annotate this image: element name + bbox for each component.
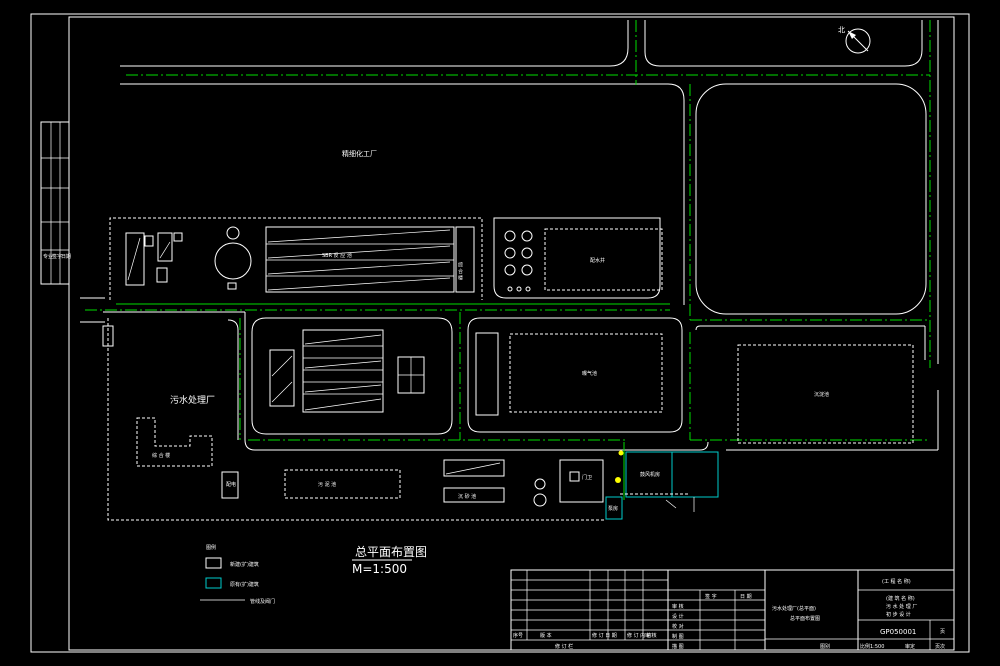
road-centerlines <box>85 20 931 441</box>
left-connector <box>102 325 114 347</box>
tb-bottom-4: 修 订 内 容 <box>627 632 652 639</box>
upper-plant-block: SBR 反 应 池 综 合 楼 <box>109 217 483 300</box>
roads <box>80 20 939 451</box>
tiny-building-label: 配电 <box>226 481 236 488</box>
center-title-1: 污水处理厂(总平面) <box>772 605 816 612</box>
mid-label: 配水井 <box>590 257 605 264</box>
legend-item-3: 管线及阀门 <box>250 598 275 605</box>
tb-c: 图别 <box>820 643 830 650</box>
tb-bottom-2: 版 本 <box>540 632 552 639</box>
side-cell-3: 日期 <box>61 254 71 260</box>
title-block: 签 字 日 期 审 核 设 计 校 对 制 图 描 图 序号 版 本 修 订 日… <box>510 569 955 651</box>
sheet-label: 页 <box>940 629 945 635</box>
tb-bottom-5: 审 核 <box>645 632 657 639</box>
long-building-label: 污 泥 池 <box>318 481 336 488</box>
tb-bottom-1: 序号 <box>513 632 523 639</box>
legend-title: 图例 <box>206 544 216 551</box>
side-cell-1: 专业 <box>43 253 53 260</box>
sbr-label: SBR 反 应 池 <box>322 252 352 259</box>
drawing-no: GP050001 <box>880 628 916 636</box>
side-signature-table: 专业 签字 日期 <box>40 121 71 285</box>
tb-col-2: 日 期 <box>740 594 752 600</box>
tb-scale: 比例1:500 <box>860 643 884 650</box>
outer-frame <box>30 13 970 653</box>
middle-right-block: 曝气池 <box>467 317 683 433</box>
right-building <box>737 344 914 444</box>
sub-title-1: (建 筑 名 称) <box>886 595 915 602</box>
tb-bottom-3: 修 订 日 期 <box>592 632 617 639</box>
tb-col-1: 签 字 <box>705 593 717 600</box>
grit-label: 沉 砂 池 <box>458 493 476 500</box>
fine-chem-plant-label: 精细化工厂 <box>342 149 377 158</box>
project-name: (工 程 名 称) <box>882 578 911 585</box>
sewage-plant-area: 污水处理厂 综 合 楼 配电 污 泥 池 沉 砂 池 门卫 泵房 鼓风机房 <box>107 318 719 521</box>
upper-mid-block: 配水井 <box>493 217 663 299</box>
small-a-label: 泵房 <box>608 505 618 512</box>
tb-b: 页次 <box>935 643 945 650</box>
side-cell-2: 签字 <box>52 253 62 260</box>
tb-row-5: 描 图 <box>672 643 684 650</box>
center-title-2: 总平面布置图 <box>790 615 820 622</box>
cell-label: 门卫 <box>582 474 592 481</box>
north-arrow: 北 <box>838 26 871 54</box>
sub-title-3: 初 步 设 计 <box>886 611 911 618</box>
north-label: 北 <box>838 26 845 34</box>
tb-row-2: 设 计 <box>672 613 684 620</box>
right-building-label: 沉淀池 <box>814 391 829 398</box>
middle-round-block <box>251 317 453 435</box>
sewage-plant-label: 污水处理厂 <box>170 394 215 406</box>
plan-scale: M=1:500 <box>352 562 407 576</box>
plan-title: 总平面布置图 <box>355 545 427 559</box>
office-label: 综 合 楼 <box>152 452 170 459</box>
side-building-label: 综 合 楼 <box>457 261 463 281</box>
tb-row-1: 审 核 <box>672 603 684 610</box>
sub-title-2: 污 水 处 理 厂 <box>886 603 917 610</box>
tb-revision: 修 订 栏 <box>555 643 573 650</box>
legend-item-2: 原有(扩)建筑 <box>230 581 259 588</box>
small-b-label: 鼓风机房 <box>640 471 660 478</box>
big-label: 曝气池 <box>582 370 597 377</box>
tb-row-3: 校 对 <box>672 623 684 630</box>
legend-item-1: 新建(扩)建筑 <box>230 561 259 568</box>
tb-row-4: 制 图 <box>672 633 684 640</box>
legend: 图例 新建(扩)建筑 原有(扩)建筑 管线及阀门 <box>200 544 275 605</box>
tb-a: 审定 <box>905 643 915 650</box>
